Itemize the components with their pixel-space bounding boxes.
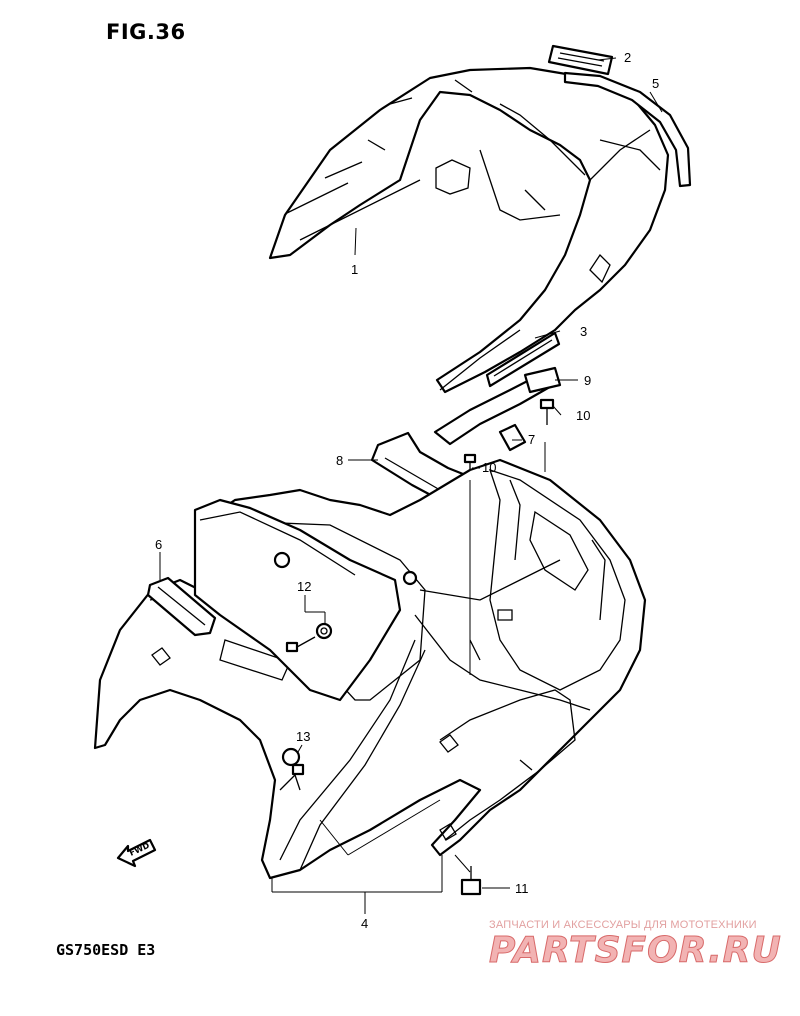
plate-bracket-part — [193, 498, 418, 702]
model-code: GS750ESD E3 — [56, 941, 156, 959]
callout-12: 12 — [297, 579, 311, 594]
emblem-part — [547, 44, 614, 76]
callout-8: 8 — [336, 453, 343, 468]
watermark-text: ЗАПЧАСТИ И АКСЕССУАРЫ ДЛЯ МОТОТЕХНИКИ — [489, 919, 757, 931]
callout-10-lower: 10 — [482, 460, 496, 475]
side-emblem-part — [485, 331, 561, 388]
molding-part — [563, 71, 692, 188]
callout-1: 1 — [351, 262, 358, 277]
callout-7: 7 — [528, 432, 535, 447]
callout-labels: 1 2 3 4 5 6 7 8 9 10 10 11 12 13 — [155, 50, 659, 931]
bracket-part-7 — [498, 423, 527, 452]
figure-title: FIG.36 — [106, 20, 186, 44]
forward-arrow-icon: FWD — [116, 838, 157, 868]
bracket-part-9 — [433, 366, 562, 446]
screw-part-11 — [460, 866, 482, 896]
tail-cowl-part — [268, 66, 670, 394]
callout-11: 11 — [515, 881, 529, 896]
bolt-part-12 — [285, 622, 333, 653]
callout-4: 4 — [361, 916, 368, 931]
rear-fender-part — [93, 458, 647, 880]
callout-10-upper: 10 — [576, 408, 590, 423]
callout-2: 2 — [624, 50, 631, 65]
callout-3: 3 — [580, 324, 587, 339]
callout-9: 9 — [584, 373, 591, 388]
leader-lines — [159, 57, 663, 914]
callout-6: 6 — [155, 537, 162, 552]
callout-13: 13 — [296, 729, 310, 744]
callout-5: 5 — [652, 76, 659, 91]
clip-part-13 — [281, 747, 305, 776]
reflector-part — [146, 576, 217, 637]
watermark-logo: PARTSFOR.RU — [489, 930, 782, 972]
